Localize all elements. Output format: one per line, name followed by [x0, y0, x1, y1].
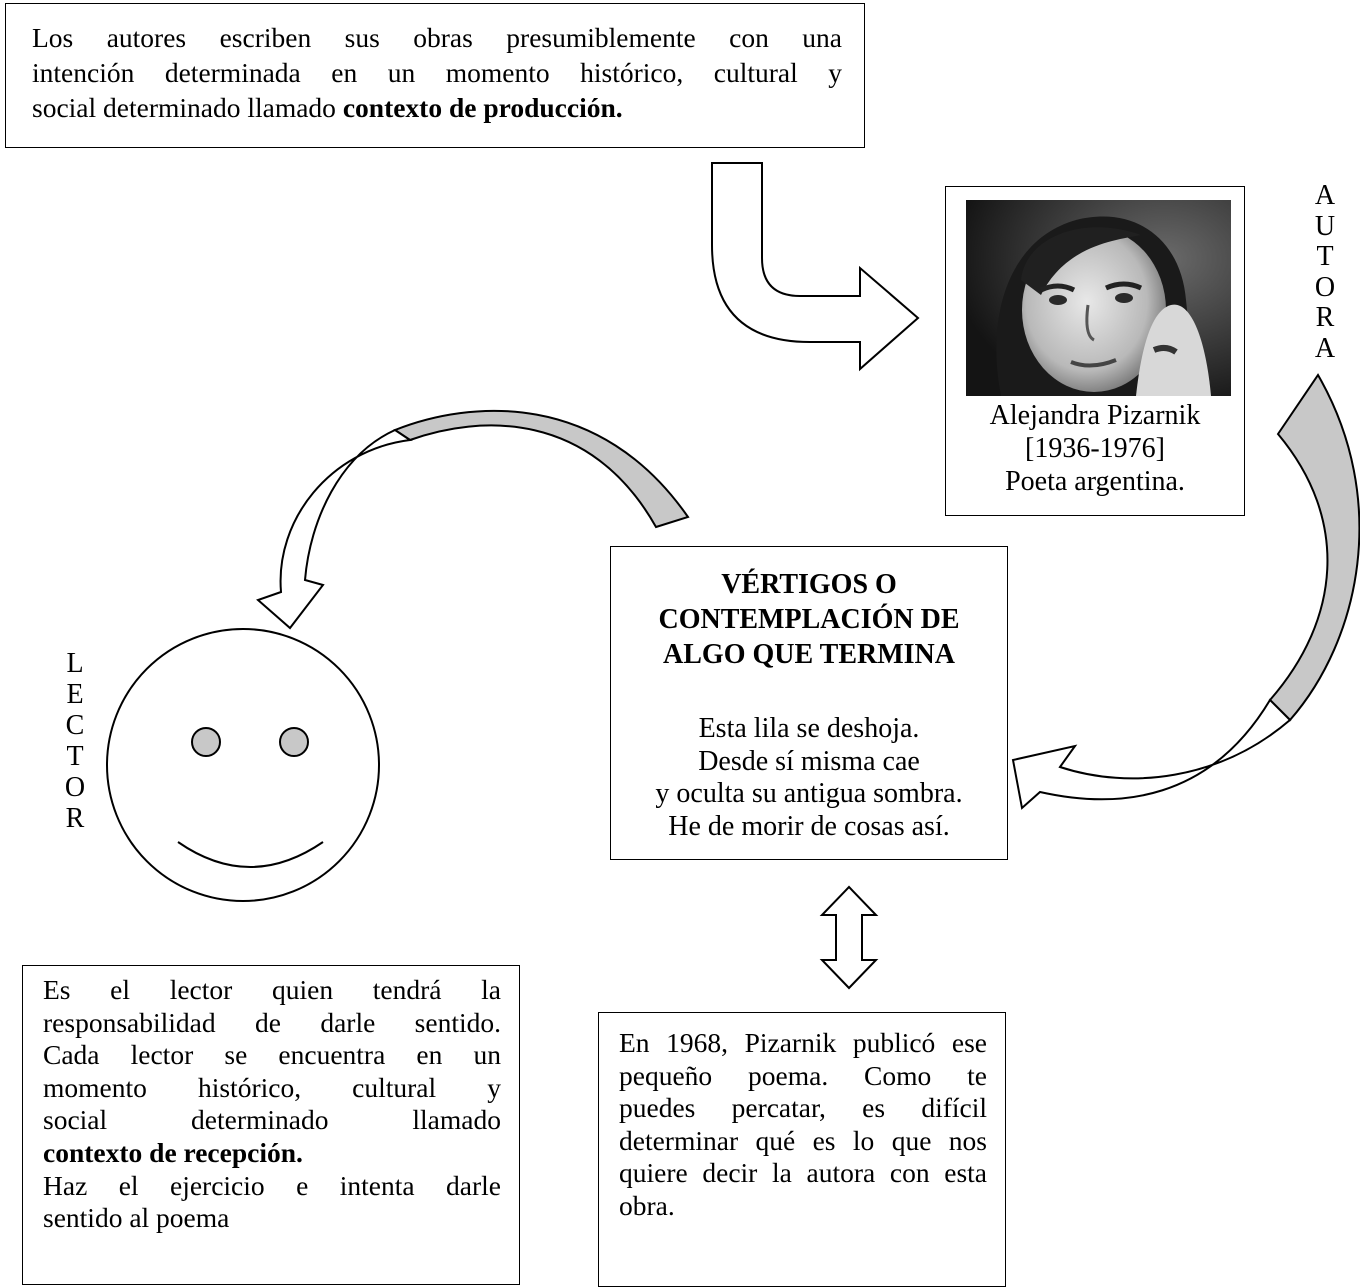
arrow-poem-to-reader-head [256, 428, 413, 630]
reception-context-term-text: contexto de recepción. [43, 1136, 303, 1168]
reader-line-5: social determinado llamado [43, 1104, 501, 1136]
arrow-production-to-author [711, 162, 920, 372]
author-name: Alejandra Pizarnik [989, 400, 1201, 431]
reader-line-4: momento histórico, cultural y [43, 1071, 501, 1103]
publication-line-5: quiere decir la autora con esta [619, 1157, 987, 1189]
reader-line-8: sentido al poema [43, 1202, 230, 1234]
poem-title-line: ALGO QUE TERMINA [663, 639, 955, 670]
author-photo [966, 200, 1231, 396]
poem-verse: y oculta su antigua sombra. [655, 778, 963, 809]
left-eye [191, 727, 221, 757]
publication-line-2: pequeño poema. Como te [619, 1059, 987, 1091]
lector-letter: T [66, 741, 84, 772]
author-box: Alejandra Pizarnik [1936-1976] Poeta arg… [945, 186, 1245, 516]
smile-mouth [177, 841, 324, 868]
publication-line-3: puedes percatar, es difícil [619, 1092, 987, 1124]
autora-letter: A [1314, 332, 1336, 364]
publication-line-1: En 1968, Pizarnik publicó ese [619, 1027, 987, 1058]
arrow-author-to-poem-tail [1268, 373, 1360, 722]
publication-note-box: En 1968, Pizarnik publicó ese pequeño po… [598, 1012, 1006, 1287]
autora-letter: U [1314, 210, 1336, 242]
production-line-3-text: social determinado llamado [32, 92, 343, 123]
reception-context-term: contexto de recepción. [43, 1137, 501, 1170]
lector-letter: R [65, 803, 85, 834]
poem-title-line: CONTEMPLACIÓN DE [658, 604, 960, 635]
poem-verse: Desde sí misma cae [698, 745, 920, 777]
arrow-author-to-poem-head [1011, 698, 1292, 810]
author-years: [1936-1976] [1025, 433, 1165, 464]
autora-letter: A [1314, 180, 1336, 211]
autora-letter: O [1314, 271, 1336, 303]
reader-smiley-face [106, 628, 380, 902]
arrow-poem-to-reader-tail [392, 409, 690, 529]
production-context-box: Los autores escriben sus obras presumibl… [5, 3, 865, 148]
lector-letter: E [66, 679, 84, 710]
poem-title-line: VÉRTIGOS O [721, 569, 897, 600]
production-line-1: Los autores escriben sus obras presumibl… [32, 22, 842, 53]
reader-line-7: Haz el ejercicio e intenta darle [43, 1169, 501, 1201]
lector-letter: L [66, 648, 84, 679]
reception-context-box: Es el lector quien tendrá la responsabil… [22, 965, 520, 1285]
vertical-label-autora: A U T O R A [1310, 180, 1340, 365]
face-outline [106, 628, 380, 902]
poem-verse: He de morir de cosas así. [668, 810, 950, 842]
reader-line-1: Es el lector quien tendrá la [43, 974, 501, 1005]
right-eye [279, 727, 309, 757]
double-arrow-poem-publication [819, 885, 879, 990]
production-line-2: intención determinada en un momento hist… [32, 57, 842, 88]
autora-letter: R [1315, 302, 1335, 334]
reader-line-2: responsabilidad de darle sentido. [43, 1006, 501, 1038]
production-line-3: social determinado llamado contexto de p… [32, 90, 842, 125]
poem-box: VÉRTIGOS O CONTEMPLACIÓN DE ALGO QUE TER… [610, 546, 1008, 860]
author-description: Poeta argentina. [1005, 466, 1185, 497]
poem-title: VÉRTIGOS O CONTEMPLACIÓN DE ALGO QUE TER… [611, 567, 1007, 672]
lector-letter: C [65, 710, 85, 741]
reader-line-3: Cada lector se encuentra en un [43, 1039, 501, 1071]
publication-line-6: obra. [619, 1189, 675, 1221]
production-context-term: contexto de producción. [342, 92, 623, 123]
author-caption: Alejandra Pizarnik [1936-1976] Poeta arg… [946, 399, 1244, 498]
publication-line-4: determinar qué es lo que nos [619, 1124, 987, 1156]
lector-letter: O [64, 772, 86, 803]
poem-verses: Esta lila se deshoja. Desde sí misma cae… [611, 713, 1007, 843]
poem-verse: Esta lila se deshoja. [698, 713, 920, 744]
vertical-label-lector: L E C T O R [62, 648, 88, 834]
autora-letter: T [1316, 241, 1334, 273]
